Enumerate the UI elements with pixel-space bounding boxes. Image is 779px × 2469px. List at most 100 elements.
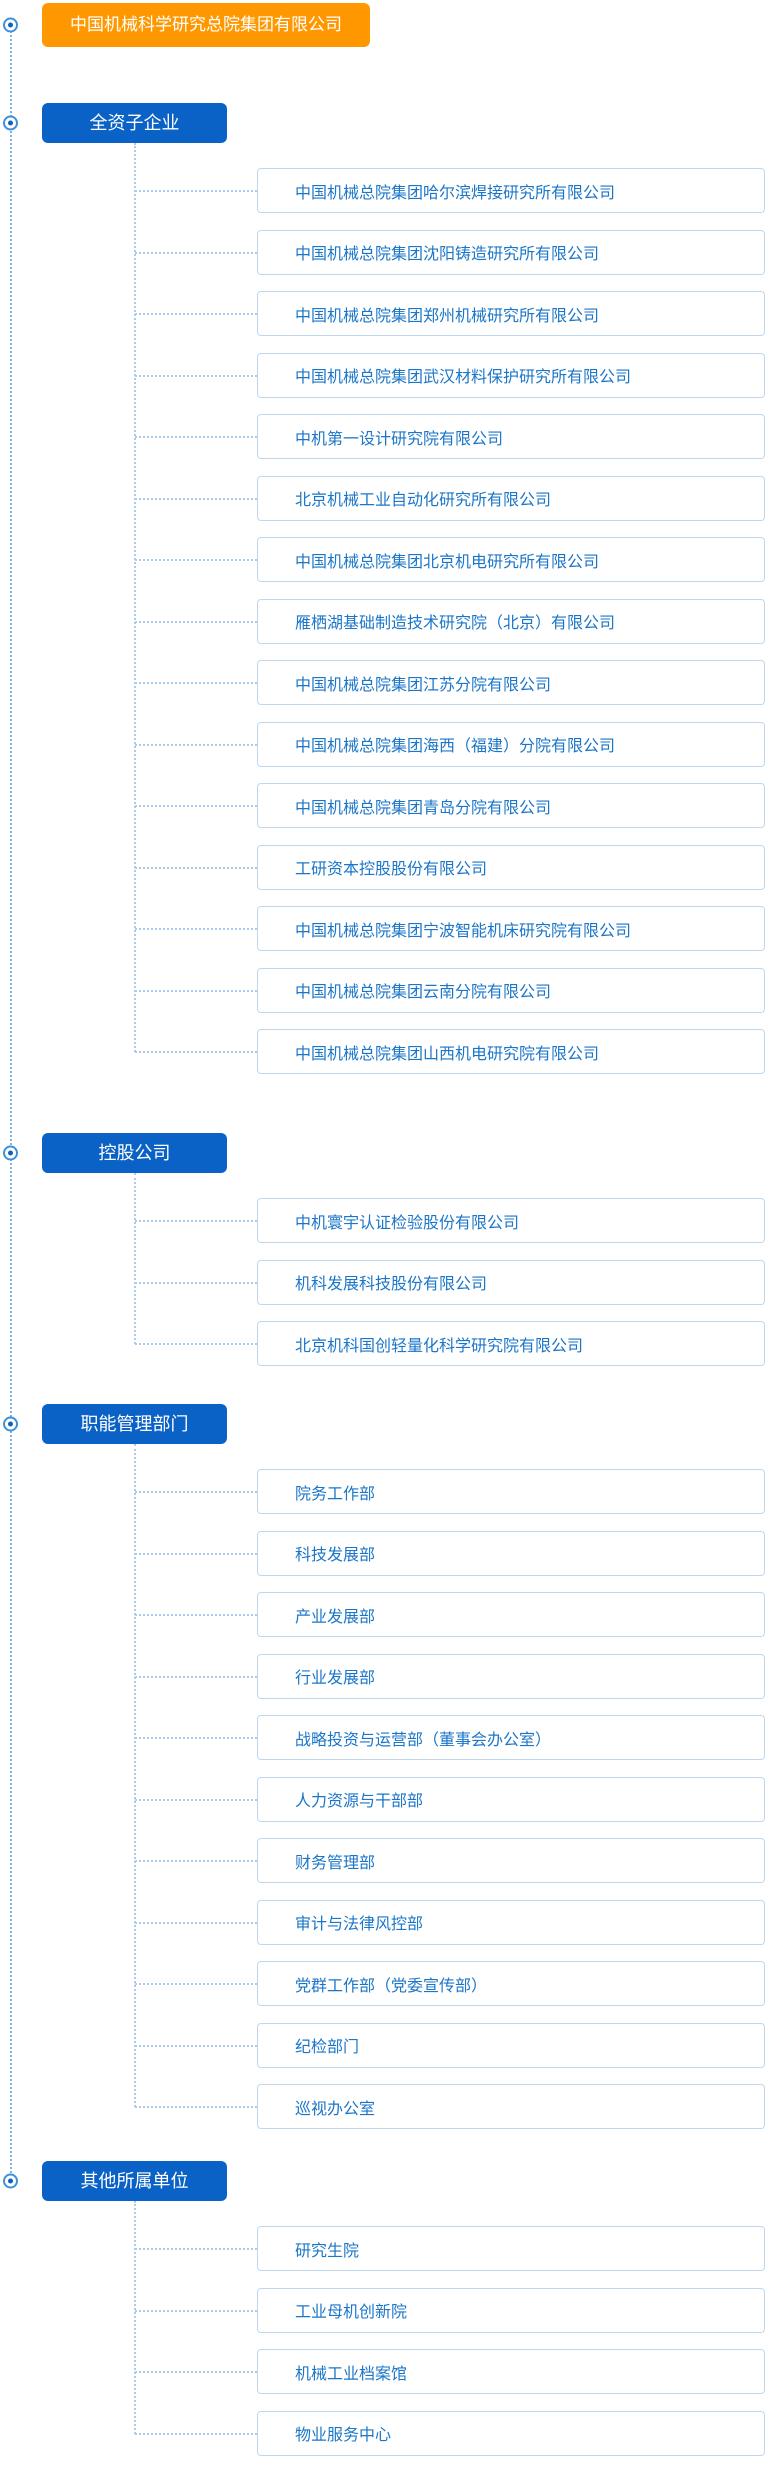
org-item-label: 中机寰宇认证检验股份有限公司 — [295, 1214, 520, 1232]
org-item-label: 财务管理部 — [295, 1854, 376, 1872]
org-item[interactable]: 人力资源与干部部 — [135, 1776, 765, 1822]
org-item[interactable]: 中国机械总院集团北京机电研究所有限公司 — [135, 537, 765, 582]
connector-hline — [135, 805, 257, 807]
connector-hline — [135, 1343, 257, 1345]
org-item[interactable]: 北京机械工业自动化研究所有限公司 — [135, 475, 765, 521]
radio-bullet-icon[interactable] — [3, 1145, 18, 1161]
org-item-label: 中国机械总院集团海西（福建）分院有限公司 — [295, 738, 616, 755]
org-item[interactable]: 机械工业档案馆 — [135, 2349, 765, 2394]
org-item[interactable]: 工业母机创新院 — [135, 2287, 765, 2333]
root-node-row: 中国机械科学研究总院集团有限公司 — [0, 3, 779, 47]
connector-hline — [135, 1220, 257, 1222]
org-item[interactable]: 纪检部门 — [135, 2022, 765, 2068]
org-item[interactable]: 物业服务中心 — [135, 2410, 765, 2456]
org-item[interactable]: 科技发展部 — [135, 1530, 765, 1576]
section-items: 研究生院 工业母机创新院 机械工业档案馆 物业服务中心 — [134, 2201, 779, 2456]
section-items: 中国机械总院集团哈尔滨焊接研究所有限公司 中国机械总院集团沈阳铸造研究所有限公司… — [134, 143, 779, 1074]
connector-vline — [134, 2201, 136, 2434]
connector-hline — [135, 374, 257, 377]
org-item[interactable]: 北京机科国创轻量化科学研究院有限公司 — [135, 1321, 765, 1366]
connector-hline — [135, 620, 257, 623]
org-item[interactable]: 行业发展部 — [135, 1653, 765, 1699]
connector-hline — [135, 1614, 257, 1616]
org-item[interactable]: 雁栖湖基础制造技术研究院（北京）有限公司 — [135, 598, 765, 644]
org-item[interactable]: 中国机械总院集团哈尔滨焊接研究所有限公司 — [135, 168, 765, 213]
connector-hline — [135, 1798, 257, 1801]
connector-hline — [135, 2309, 257, 2312]
org-item-label: 机械工业档案馆 — [295, 2365, 408, 2383]
org-item[interactable]: 产业发展部 — [135, 1592, 765, 1637]
org-item[interactable]: 党群工作部（党委宣传部） — [135, 1961, 765, 2006]
connector-hline — [135, 1983, 257, 1985]
org-item[interactable]: 中国机械总院集团江苏分院有限公司 — [135, 660, 765, 705]
org-item[interactable]: 院务工作部 — [135, 1469, 765, 1514]
org-item[interactable]: 财务管理部 — [135, 1838, 765, 1883]
connector-hline — [135, 190, 257, 192]
section-header[interactable]: 其他所属单位 — [42, 2161, 227, 2201]
connector-vline — [134, 143, 136, 1052]
connector-hline — [135, 1552, 257, 1555]
section-header-row: 控股公司 — [0, 1133, 779, 1173]
org-item[interactable]: 中国机械总院集团武汉材料保护研究所有限公司 — [135, 352, 765, 398]
connector-hline — [135, 989, 257, 992]
connector-hline — [135, 436, 257, 438]
radio-bullet-icon[interactable] — [3, 17, 18, 33]
org-item-label: 中国机械总院集团郑州机械研究所有限公司 — [295, 307, 600, 325]
org-item[interactable]: 中国机械总院集团青岛分院有限公司 — [135, 783, 765, 828]
connector-hline — [135, 743, 257, 746]
org-item[interactable]: 审计与法律风控部 — [135, 1899, 765, 1945]
org-item-label: 巡视办公室 — [295, 2100, 376, 2118]
connector-hline — [135, 1860, 257, 1862]
org-item-label: 中国机械总院集团宁波智能机床研究院有限公司 — [295, 922, 632, 940]
org-item[interactable]: 中机寰宇认证检验股份有限公司 — [135, 1198, 765, 1243]
section-header-row: 全资子企业 — [0, 103, 779, 143]
org-item-label: 人力资源与干部部 — [295, 1793, 424, 1810]
org-item-label: 产业发展部 — [295, 1608, 376, 1626]
connector-hline — [135, 1921, 257, 1924]
org-item[interactable]: 中国机械总院集团沈阳铸造研究所有限公司 — [135, 229, 765, 275]
connector-hline — [135, 1281, 257, 1284]
section-header[interactable]: 控股公司 — [42, 1133, 227, 1173]
connector-hline — [135, 2371, 257, 2373]
radio-bullet-icon[interactable] — [3, 2173, 18, 2189]
org-item-label: 战略投资与运营部（董事会办公室） — [295, 1731, 552, 1749]
org-section: 其他所属单位 研究生院 工业母机创新院 机械工业档案馆 物业服务中心 — [0, 2161, 779, 2456]
org-chart: 中国机械科学研究总院集团有限公司 全资子企业 中国机械总院集团哈尔滨焊接研究所有… — [0, 3, 779, 2456]
radio-bullet-icon[interactable] — [3, 115, 18, 131]
org-item-label: 机科发展科技股份有限公司 — [295, 1276, 488, 1293]
org-item[interactable]: 中国机械总院集团云南分院有限公司 — [135, 967, 765, 1013]
root-company-node[interactable]: 中国机械科学研究总院集团有限公司 — [42, 3, 370, 47]
connector-hline — [135, 928, 257, 930]
org-item[interactable]: 中国机械总院集团郑州机械研究所有限公司 — [135, 291, 765, 336]
connector-hline — [135, 559, 257, 561]
connector-hline — [135, 1491, 257, 1493]
connector-hline — [135, 2432, 257, 2435]
org-item[interactable]: 中国机械总院集团山西机电研究院有限公司 — [135, 1029, 765, 1074]
connector-hline — [135, 2044, 257, 2047]
org-item[interactable]: 中国机械总院集团海西（福建）分院有限公司 — [135, 721, 765, 767]
org-item-label: 中国机械总院集团江苏分院有限公司 — [295, 676, 552, 694]
section-header-row: 其他所属单位 — [0, 2161, 779, 2201]
org-item-label: 中国机械总院集团青岛分院有限公司 — [295, 799, 552, 817]
org-item-label: 纪检部门 — [295, 2039, 360, 2056]
org-item[interactable]: 研究生院 — [135, 2226, 765, 2271]
org-item[interactable]: 机科发展科技股份有限公司 — [135, 1259, 765, 1305]
connector-hline — [135, 1737, 257, 1739]
org-item-label: 北京机科国创轻量化科学研究院有限公司 — [295, 1337, 584, 1355]
org-item[interactable]: 中国机械总院集团宁波智能机床研究院有限公司 — [135, 906, 765, 951]
org-item-label: 工业母机创新院 — [295, 2304, 408, 2321]
org-item[interactable]: 中机第一设计研究院有限公司 — [135, 414, 765, 459]
org-section: 职能管理部门 院务工作部 科技发展部 产业发展部 行业发展部 战略投资与运营部（… — [0, 1404, 779, 2129]
org-item[interactable]: 巡视办公室 — [135, 2084, 765, 2129]
org-item-label: 北京机械工业自动化研究所有限公司 — [295, 492, 552, 509]
org-item-label: 研究生院 — [295, 2242, 360, 2260]
org-item-label: 中国机械总院集团哈尔滨焊接研究所有限公司 — [295, 184, 616, 202]
org-item-label: 中国机械总院集团山西机电研究院有限公司 — [295, 1045, 600, 1063]
section-header[interactable]: 全资子企业 — [42, 103, 227, 143]
section-items: 中机寰宇认证检验股份有限公司 机科发展科技股份有限公司 北京机科国创轻量化科学研… — [134, 1173, 779, 1366]
section-header[interactable]: 职能管理部门 — [42, 1404, 227, 1444]
org-item[interactable]: 工研资本控股股份有限公司 — [135, 844, 765, 890]
radio-bullet-icon[interactable] — [3, 1416, 18, 1432]
org-item[interactable]: 战略投资与运营部（董事会办公室） — [135, 1715, 765, 1760]
connector-hline — [135, 1675, 257, 1678]
